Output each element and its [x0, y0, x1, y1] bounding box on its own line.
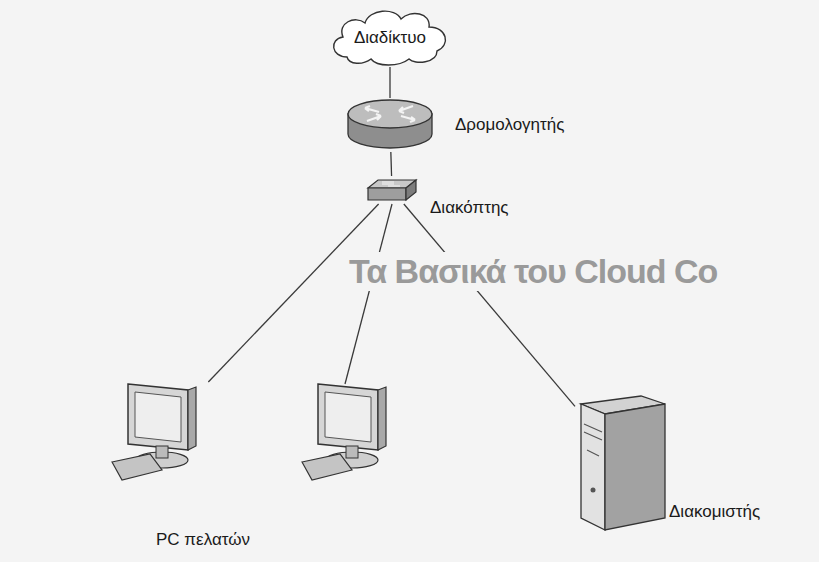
server-node: Διακομιστής	[575, 390, 670, 535]
device-label: Δρομολογητής	[455, 115, 564, 135]
router-node: Δρομολογητής	[345, 98, 435, 152]
network-link	[390, 152, 392, 176]
server-icon	[575, 390, 670, 535]
network-link	[404, 204, 575, 406]
switch-icon	[366, 176, 418, 204]
device-label: PC πελατών	[156, 530, 250, 550]
cloud-node: Διαδίκτυο	[325, 5, 455, 67]
network-link	[389, 67, 390, 98]
switch-node: Διακόπτης	[366, 176, 418, 204]
network-link	[208, 204, 378, 382]
cloud-label: Διαδίκτυο	[354, 28, 426, 48]
pc-node: PC πελατών	[108, 382, 213, 482]
device-label: Διακομιστής	[669, 502, 760, 522]
device-label: Διακόπτης	[430, 198, 509, 218]
router-icon	[345, 98, 435, 152]
watermark-text: Τα Βασικά του Cloud Co	[345, 252, 721, 291]
pc-icon	[108, 382, 213, 482]
pc-icon	[302, 384, 386, 480]
